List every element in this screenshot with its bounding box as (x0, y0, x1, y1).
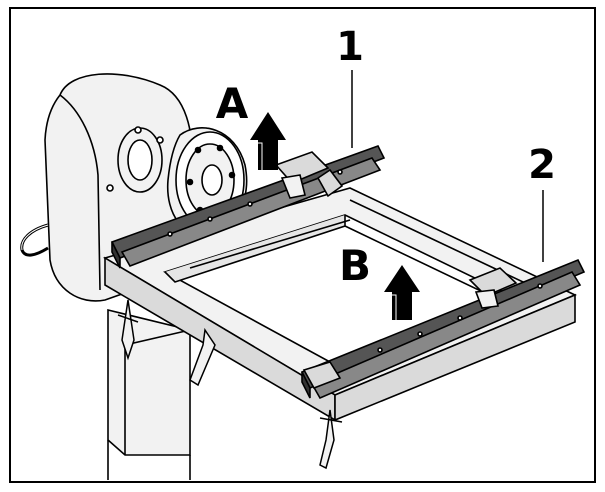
machine-body (20, 73, 248, 480)
callout-label-1: 1 (336, 24, 364, 70)
arrow-a-icon (250, 112, 286, 170)
rail-1 (110, 145, 386, 269)
callout-label-2: 2 (528, 142, 556, 188)
clamp-levers (117, 299, 343, 470)
arrow-b-icon (384, 265, 420, 320)
rail-2 (300, 258, 586, 400)
callout-label-b: B (339, 241, 371, 290)
callout-label-a: A (216, 79, 249, 128)
